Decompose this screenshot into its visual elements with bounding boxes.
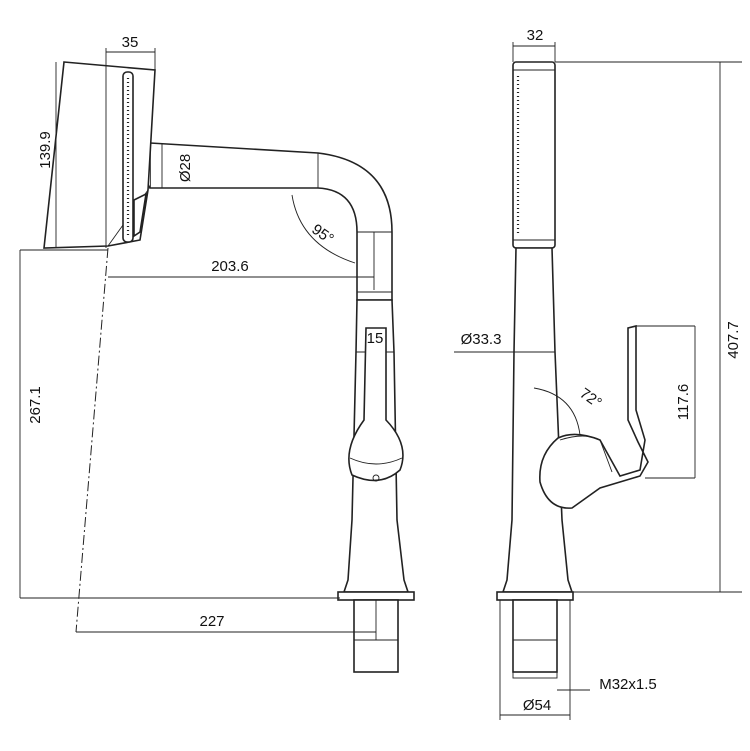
dim-lever-angle: 72° [576,385,604,412]
dim-outlet-height: 267.1 [27,386,44,424]
dim-head-height: 139.9 [37,131,54,169]
side-view: 35 139.9 Ø28 95° 203.6 15 267.1 227 [19,34,415,673]
lever-handle [348,327,404,482]
dim-spray-width: 32 [527,27,544,44]
front-view: 32 Ø33.3 407.7 117.6 72° M32x1.5 Ø54 [454,27,742,720]
front-body [501,247,574,593]
dim-thread: M32x1.5 [599,676,657,693]
dim-spout-reach: 203.6 [211,258,249,275]
dim-total-height: 407.7 [725,321,742,359]
front-shank [512,599,558,673]
spout-tube [149,142,393,301]
dim-body-diameter: Ø33.3 [461,331,502,348]
dim-head-width: 35 [122,34,139,51]
dim-spout-angle: 95° [308,221,336,248]
dim-base-diameter: Ø54 [523,697,551,714]
base-plate [337,591,415,601]
dim-total-reach: 227 [199,613,224,630]
front-spray-head [512,61,556,249]
dim-spout-diameter: Ø28 [177,154,194,182]
dim-handle-gap: 15 [367,330,384,347]
dim-lever-height: 117.6 [675,384,692,420]
